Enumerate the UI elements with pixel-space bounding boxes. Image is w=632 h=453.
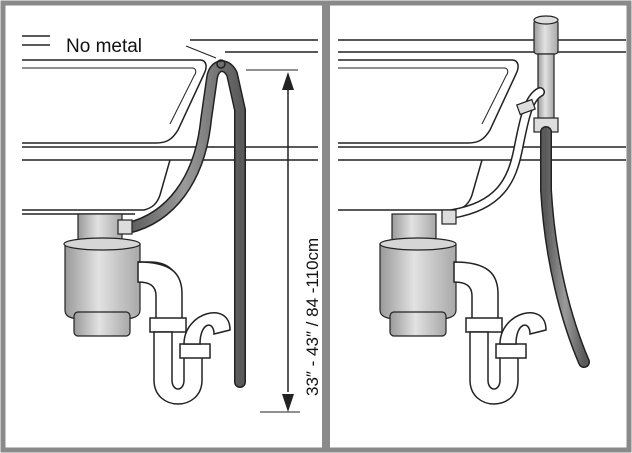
height-range-label: 33″ - 43″ / 84 -110cm bbox=[303, 238, 322, 396]
trap-outlet bbox=[183, 312, 231, 345]
sink-basin bbox=[22, 59, 207, 144]
disposer-base bbox=[73, 311, 131, 337]
sink-rim-inner-r bbox=[338, 67, 509, 125]
hose-clamp bbox=[117, 219, 133, 235]
air-gap-cap bbox=[533, 19, 559, 55]
height-dimension bbox=[246, 69, 300, 413]
trap-nut-upper-r bbox=[465, 317, 503, 333]
sink-rim-inner bbox=[22, 67, 197, 125]
disposer-rim-r bbox=[379, 237, 457, 251]
disposer-clamp-r bbox=[441, 209, 457, 225]
panel-divider bbox=[322, 3, 330, 450]
trap-nut-lower bbox=[179, 343, 211, 359]
disposer-body bbox=[64, 243, 141, 321]
disposer-base-r bbox=[389, 311, 447, 337]
drain-hose-r-fill bbox=[541, 127, 589, 367]
sink-basin-r bbox=[338, 59, 519, 144]
drain-hose-fill bbox=[123, 61, 245, 387]
arrow-down-icon bbox=[282, 394, 294, 412]
no-metal-leader bbox=[185, 45, 217, 59]
connector-clamp bbox=[516, 98, 536, 116]
sink-bowl-lower bbox=[22, 159, 171, 211]
trap-outlet-r bbox=[499, 312, 547, 345]
trap-nut-upper bbox=[149, 317, 187, 333]
trap-u-bend-r bbox=[469, 331, 519, 405]
no-metal-label: No metal bbox=[66, 36, 142, 57]
trap-u-bend bbox=[153, 331, 203, 405]
hose-loop-hook bbox=[216, 59, 226, 69]
disposer-body-r bbox=[379, 243, 457, 321]
trap-nut-lower-r bbox=[495, 343, 527, 359]
arrow-up-icon bbox=[282, 72, 294, 90]
left-panel: No metal 33″ - 43″ / 84 -110cm bbox=[22, 35, 322, 413]
right-panel bbox=[338, 15, 626, 405]
disposer-rim bbox=[63, 237, 141, 251]
air-gap-top bbox=[533, 15, 559, 25]
